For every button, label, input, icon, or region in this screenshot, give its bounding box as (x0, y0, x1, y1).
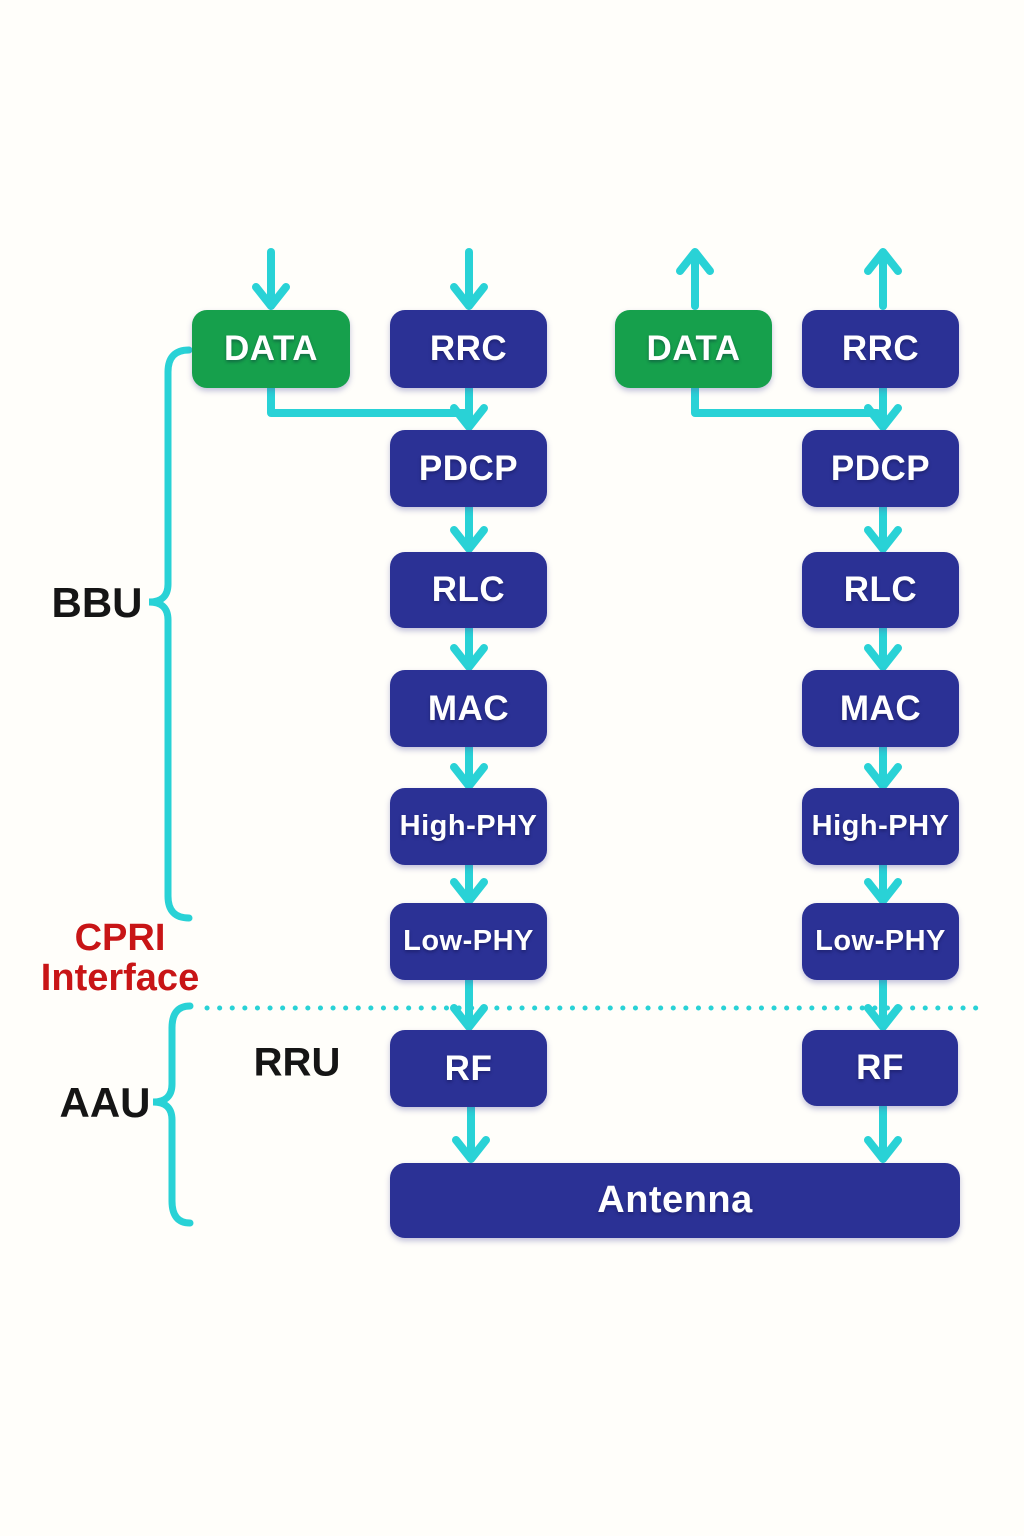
box-high-phy-uplink: High-PHY (802, 788, 959, 865)
box-rlc-uplink: RLC (802, 552, 959, 628)
arrow-down-icon (864, 976, 902, 1031)
box-pdcp-uplink: PDCP (802, 430, 959, 507)
arrow-up-icon (676, 248, 714, 310)
aau-label: AAU (59, 1079, 151, 1126)
box-mac-uplink: MAC (802, 670, 959, 747)
cpri-interface-line1: CPRI (74, 917, 166, 959)
box-low-phy-uplink: Low-PHY (802, 903, 959, 980)
bbu-brace (148, 346, 193, 922)
cpri-interface-line2: Interface (40, 957, 200, 999)
box-data-downlink: DATA (192, 310, 350, 388)
elbow-data-downlink (267, 384, 469, 417)
arrow-down-icon (864, 743, 902, 790)
box-low-phy-downlink: Low-PHY (390, 903, 547, 980)
box-high-phy-downlink: High-PHY (390, 788, 547, 865)
box-data-uplink: DATA (615, 310, 772, 388)
arrow-down-icon (864, 624, 902, 671)
arrow-down-icon (450, 743, 488, 790)
box-pdcp-downlink: PDCP (390, 430, 547, 507)
arrow-down-icon (450, 861, 488, 905)
cpri-interface-label: CPRI Interface (41, 918, 199, 998)
box-rrc-downlink: RRC (390, 310, 547, 388)
box-rlc-downlink: RLC (390, 552, 547, 628)
arrow-down-icon (864, 1103, 902, 1163)
aau-brace (152, 1002, 194, 1227)
arrow-down-icon (450, 976, 488, 1031)
box-antenna: Antenna (390, 1163, 960, 1238)
arrow-down-icon (450, 624, 488, 671)
box-rf-downlink: RF (390, 1030, 547, 1107)
arrow-down-icon (450, 384, 488, 431)
arrow-up-icon (864, 248, 902, 310)
bbu-label: BBU (51, 579, 143, 626)
arrow-down-icon (450, 248, 488, 310)
arrow-down-icon (450, 503, 488, 553)
arrow-down-icon (452, 1103, 490, 1163)
elbow-data-uplink (691, 384, 881, 417)
arrow-down-icon (864, 861, 902, 905)
box-rrc-uplink: RRC (802, 310, 959, 388)
arrow-down-icon (864, 384, 902, 431)
arrow-down-icon (864, 503, 902, 553)
box-rf-uplink: RF (802, 1030, 958, 1106)
rru-label: RRU (253, 1040, 341, 1085)
box-mac-downlink: MAC (390, 670, 547, 747)
arrow-down-icon (252, 248, 290, 310)
